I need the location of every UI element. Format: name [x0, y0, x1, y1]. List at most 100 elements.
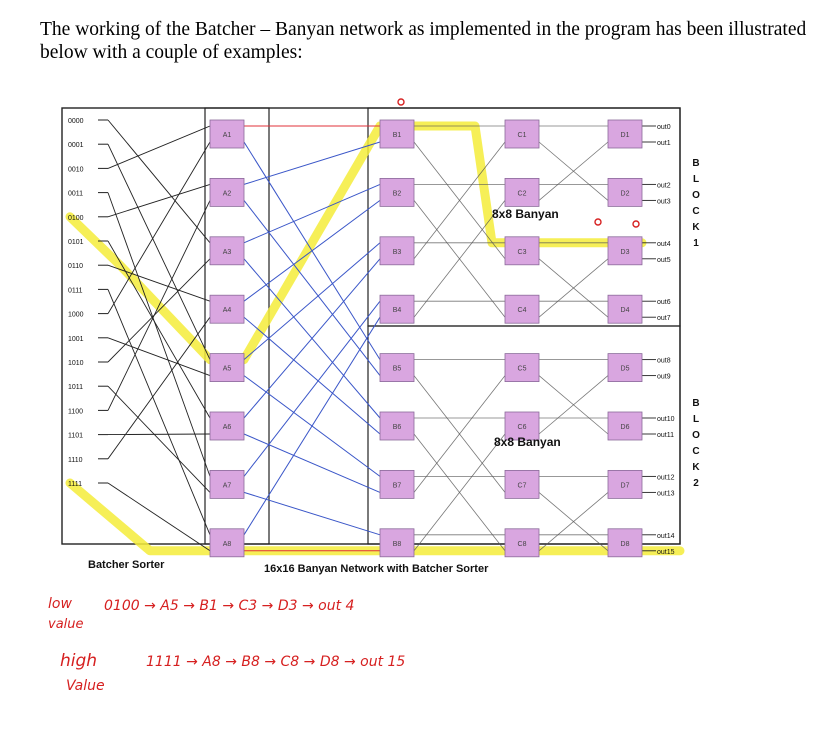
block2-letter: O [692, 430, 700, 441]
input-label: 0110 [68, 263, 83, 270]
interstage-wire-a-b [243, 258, 381, 419]
interstage-wire-a-b [243, 316, 381, 435]
batcher-wire [107, 119, 211, 244]
block2-letter: B [692, 398, 699, 409]
batcher-wire [107, 200, 211, 411]
interstage-wire-a-b [243, 316, 381, 536]
switch-label-d1: D1 [621, 132, 630, 139]
switch-box-d6 [607, 411, 643, 441]
interstage-wire-a-b [243, 200, 381, 376]
switch-label-a4: A4 [223, 307, 232, 314]
output-label: out6 [657, 299, 671, 306]
input-label: 1110 [68, 457, 83, 464]
input-label: 0011 [68, 191, 83, 198]
interstage-wire-a-b [243, 433, 381, 493]
switch-label-b6: B6 [393, 424, 402, 431]
switch-label-c3: C3 [518, 249, 527, 256]
output-label: out12 [657, 474, 675, 481]
switch-box-c7 [504, 469, 540, 499]
switch-label-c5: C5 [518, 366, 527, 373]
batcher-wire [107, 258, 211, 363]
switch-box-b3 [379, 236, 415, 266]
switch-box-b8 [379, 528, 415, 558]
batcher-wire [107, 183, 211, 218]
batcher-wire [107, 482, 211, 552]
switch-box-b2 [379, 177, 415, 207]
switch-box-c3 [504, 236, 540, 266]
note-low-label-1: low [48, 596, 72, 612]
batcher-wire [107, 141, 211, 314]
block1-letter: 1 [693, 238, 699, 249]
switch-label-c8: C8 [518, 541, 527, 548]
batcher-wire [107, 433, 211, 436]
output-label: out4 [657, 241, 671, 248]
switch-box-a3 [209, 236, 245, 266]
note-low-label-2: value [48, 617, 84, 632]
switch-label-b3: B3 [393, 249, 402, 256]
interstage-wire-a-b [243, 242, 381, 360]
switch-box-c2 [504, 177, 540, 207]
note-high-label-2: Value [66, 678, 105, 694]
caption-batcher-sorter: Batcher Sorter [88, 559, 165, 571]
block2-letter: 2 [693, 478, 699, 489]
batcher-wire [107, 240, 211, 419]
batcher-wire [107, 125, 211, 169]
output-label: out8 [657, 358, 671, 365]
switch-box-c6 [504, 411, 540, 441]
input-label: 1001 [68, 336, 84, 343]
output-label: out1 [657, 140, 671, 147]
switch-label-b5: B5 [393, 366, 402, 373]
switch-box-a1 [209, 119, 245, 149]
switch-label-b7: B7 [393, 482, 402, 489]
switch-label-a2: A2 [223, 190, 232, 197]
switch-box-a7 [209, 469, 245, 499]
block2-letter: K [692, 462, 700, 473]
interstage-wire-c-d [538, 375, 609, 435]
block1-letter: K [692, 222, 700, 233]
switch-label-a3: A3 [223, 249, 232, 256]
block1-letter: O [692, 190, 700, 201]
switch-box-a6 [209, 411, 245, 441]
interstage-wire-a-b [243, 183, 381, 244]
output-label: out2 [657, 182, 671, 189]
input-label: 0010 [68, 166, 84, 173]
input-label: 1100 [68, 408, 83, 415]
batcher-wire [107, 264, 211, 302]
switch-label-a7: A7 [223, 482, 232, 489]
switch-box-d7 [607, 469, 643, 499]
switch-box-d2 [607, 177, 643, 207]
switch-box-c8 [504, 528, 540, 558]
switch-box-d4 [607, 294, 643, 324]
interstage-wire-b-c [413, 375, 506, 493]
block1-letter: B [692, 158, 699, 169]
switch-label-c6: C6 [518, 424, 527, 431]
output-label: out7 [657, 315, 671, 322]
switch-label-a5: A5 [223, 366, 232, 373]
output-label: out15 [657, 549, 675, 556]
output-label: out10 [657, 416, 675, 423]
switch-label-c4: C4 [518, 307, 527, 314]
input-label: 0000 [68, 118, 84, 125]
switch-label-d8: D8 [621, 541, 630, 548]
input-label: 0100 [68, 215, 84, 222]
interstage-wire-a-b [243, 491, 381, 536]
block1-letter: L [693, 174, 699, 185]
output-label: out13 [657, 490, 675, 497]
switch-label-c1: C1 [518, 132, 527, 139]
banyan-label-top: 8x8 Banyan [492, 207, 559, 221]
output-label: out14 [657, 533, 675, 540]
input-label: 1111 [68, 481, 82, 488]
switch-label-d7: D7 [621, 482, 630, 489]
intro-paragraph: The working of the Batcher – Banyan netw… [40, 19, 807, 63]
interstage-wire-c-d [538, 492, 609, 552]
interstage-wire-b-c [413, 141, 506, 260]
input-label: 1011 [68, 384, 83, 391]
switch-label-a8: A8 [223, 541, 232, 548]
output-label: out5 [657, 257, 671, 264]
output-label: out3 [657, 198, 671, 205]
interstage-wire-c-d [538, 258, 609, 318]
switch-label-c7: C7 [518, 482, 527, 489]
switch-label-d6: D6 [621, 424, 630, 431]
highlight-high-path [65, 478, 685, 556]
